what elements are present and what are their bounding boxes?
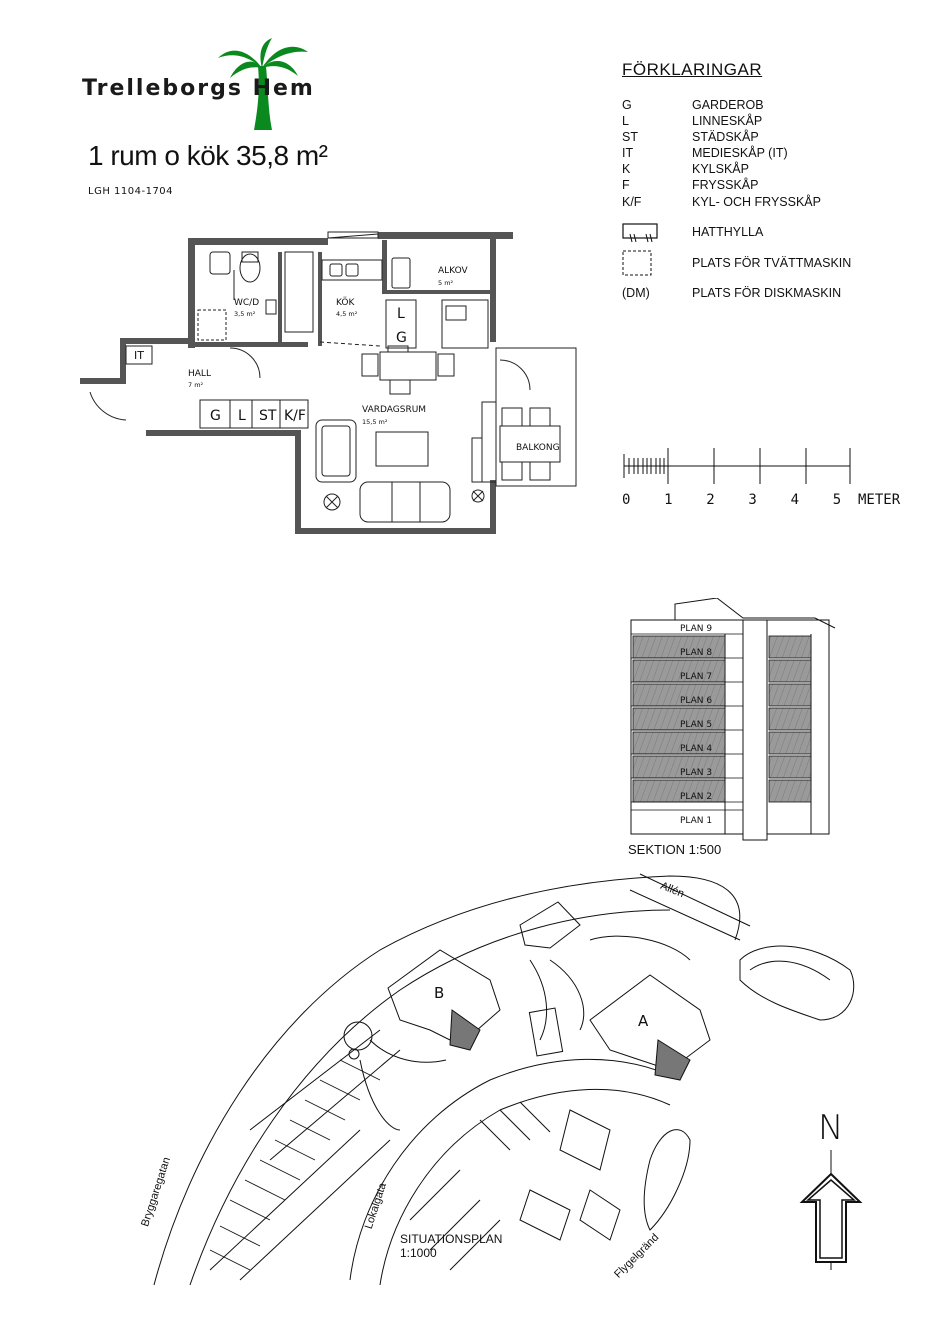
storage-label-kf: K/F xyxy=(284,408,306,424)
storage-label-st: ST xyxy=(259,408,277,424)
legend-symbol-label: HATTHYLLA xyxy=(692,225,764,239)
section-floor-label: PLAN 8 xyxy=(680,648,713,658)
room-area-vardagsrum: 15,5 m² xyxy=(362,418,388,426)
storage-label-kitchen-g: G xyxy=(396,330,407,346)
section-floor-label: PLAN 1 xyxy=(680,816,713,826)
room-area-alkov: 5 m² xyxy=(438,279,454,287)
room-area-wc: 3,5 m² xyxy=(234,310,256,318)
room-label-kok: KÖK xyxy=(336,298,355,308)
room-label-balkong: BALKONG xyxy=(516,443,560,453)
site-plan-title: SITUATIONSPLAN xyxy=(400,1232,503,1246)
legend-symbol-label: PLATS FÖR TVÄTTMASKIN xyxy=(692,256,852,270)
site-plan-scale: 1:1000 xyxy=(400,1246,437,1260)
apartment-title: 1 rum o kök 35,8 m² xyxy=(88,140,328,171)
storage-label-g: G xyxy=(210,408,221,424)
palm-tree-logo-icon xyxy=(218,38,308,130)
section-floor-label: PLAN 2 xyxy=(680,792,713,802)
site-plan-caption: SITUATIONSPLAN 1:1000 xyxy=(400,1232,502,1260)
building-b-label: A xyxy=(638,1012,649,1030)
site-plan xyxy=(153,873,855,1286)
room-area-hall: 7 m² xyxy=(188,381,204,389)
storage-label-kitchen-l: L xyxy=(397,306,405,322)
building-section xyxy=(630,598,836,841)
washing-machine-placeholder-icon xyxy=(622,250,652,276)
building-a-label: B xyxy=(434,984,445,1002)
scale-bar-label: 0 1 2 3 4 5 METER xyxy=(622,492,901,508)
legend-title: FÖRKLARINGAR xyxy=(622,60,763,79)
logo-text: Trelleborgs Hem xyxy=(82,76,315,101)
north-arrow-icon xyxy=(799,1150,863,1270)
storage-label-it: IT xyxy=(134,349,144,362)
section-floor-label: PLAN 7 xyxy=(680,672,713,682)
room-label-vardagsrum: VARDAGSRUM xyxy=(362,405,427,415)
hat-shelf-icon xyxy=(622,223,658,243)
section-floor-label: PLAN 9 xyxy=(680,624,713,634)
legend-item: (DM)PLATS FÖR DISKMASKIN xyxy=(622,286,842,300)
section-floor-label: PLAN 6 xyxy=(680,696,713,706)
scale-bar xyxy=(623,448,851,484)
apartment-id: LGH 1104-1704 xyxy=(88,186,174,197)
section-floor-label: PLAN 3 xyxy=(680,768,713,778)
section-floor-label: PLAN 5 xyxy=(680,720,713,730)
storage-label-l: L xyxy=(238,408,246,424)
room-area-kok: 4,5 m² xyxy=(336,310,358,318)
floor-plan xyxy=(80,231,577,534)
section-floor-label: PLAN 4 xyxy=(680,744,713,754)
room-label-alkov: ALKOV xyxy=(438,266,468,276)
north-label: N xyxy=(818,1108,844,1148)
room-label-hall: HALL xyxy=(188,369,211,379)
room-label-wc: WC/D xyxy=(234,298,260,308)
section-caption: SEKTION 1:500 xyxy=(628,842,722,857)
